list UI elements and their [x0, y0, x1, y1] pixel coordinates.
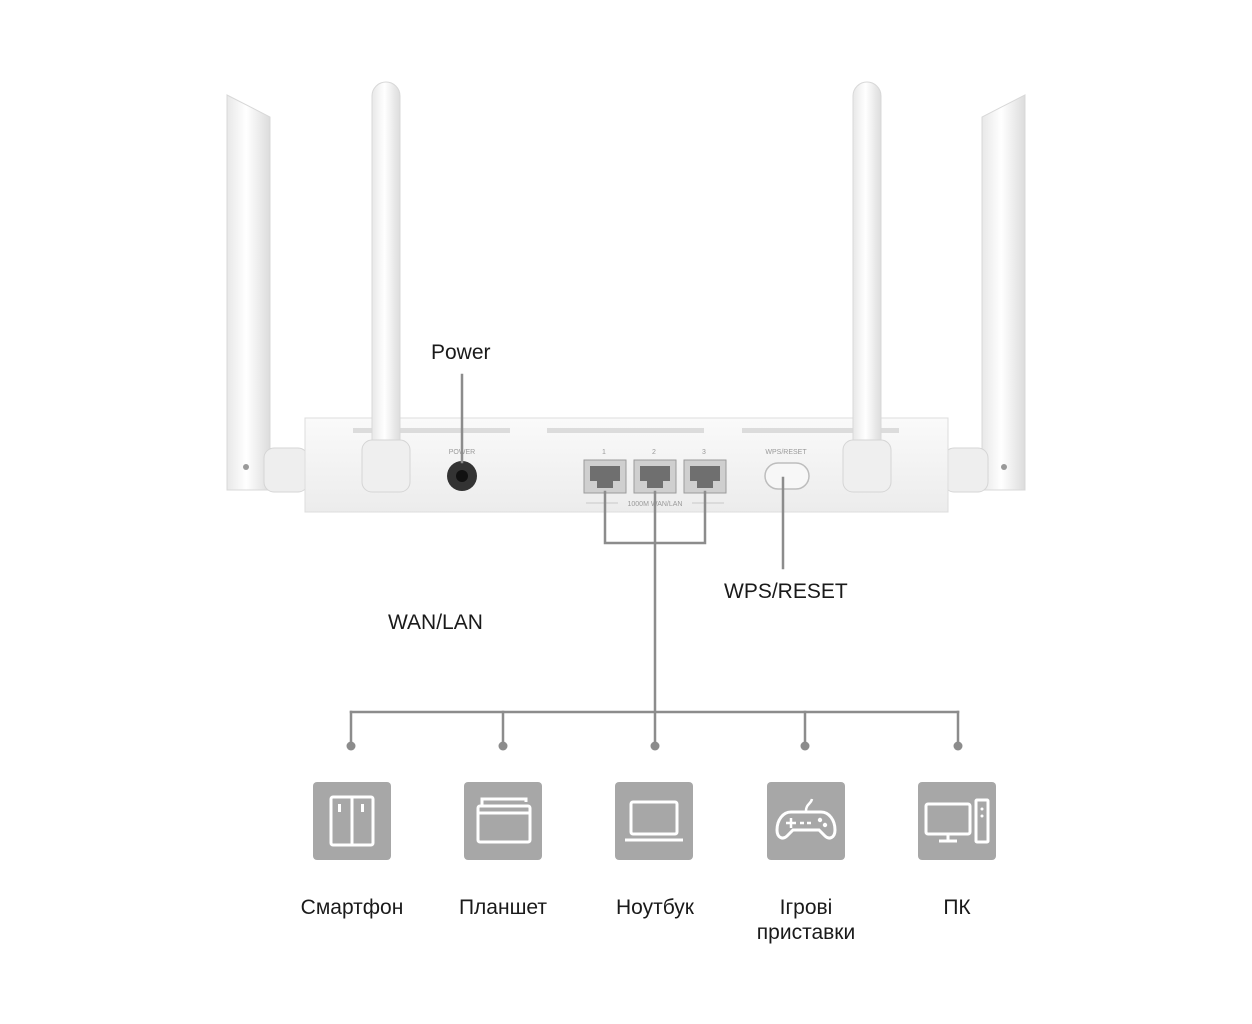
- wps-reset-button: WPS/RESET: [764, 449, 810, 490]
- connector-lines: [349, 373, 960, 747]
- power-callout: Power: [431, 341, 491, 364]
- device-label-smartphone: Смартфон: [300, 896, 404, 919]
- tablet-tile: [464, 782, 542, 860]
- wps-reset-callout: WPS/RESET: [724, 580, 848, 603]
- antenna-right-inner: [842, 81, 892, 493]
- smartphone-icon: [329, 795, 375, 847]
- pc-tile: [918, 782, 996, 860]
- gamepad-icon: [775, 798, 837, 840]
- device-label-laptop: Ноутбук: [616, 896, 694, 919]
- gamepad-tile: [767, 782, 845, 860]
- antenna-left-outer: [226, 94, 309, 493]
- ethernet-port-3: [683, 459, 727, 494]
- wan-lan-callout: WAN/LAN: [388, 611, 483, 634]
- laptop-icon: [625, 800, 683, 842]
- wps-reset-port-label: WPS/RESET: [765, 449, 807, 456]
- port-3-label: 3: [702, 449, 706, 456]
- antenna-right-outer: [943, 94, 1026, 493]
- port-2-label: 2: [652, 449, 656, 456]
- tablet-icon: [476, 797, 532, 844]
- router-back-panel: [304, 417, 949, 513]
- connector-dots: [346, 741, 963, 751]
- device-label-gamepad: Ігрові приставки: [756, 896, 856, 944]
- laptop-tile: [615, 782, 693, 860]
- device-label-tablet: Планшет: [458, 896, 548, 919]
- smartphone-tile: [313, 782, 391, 860]
- device-label-pc: ПК: [943, 896, 971, 919]
- antenna-left-inner: [361, 81, 411, 493]
- pc-icon: [924, 798, 990, 844]
- port-1-label: 1: [602, 449, 606, 456]
- ethernet-port-1: [583, 459, 627, 494]
- ethernet-port-2: [633, 459, 677, 494]
